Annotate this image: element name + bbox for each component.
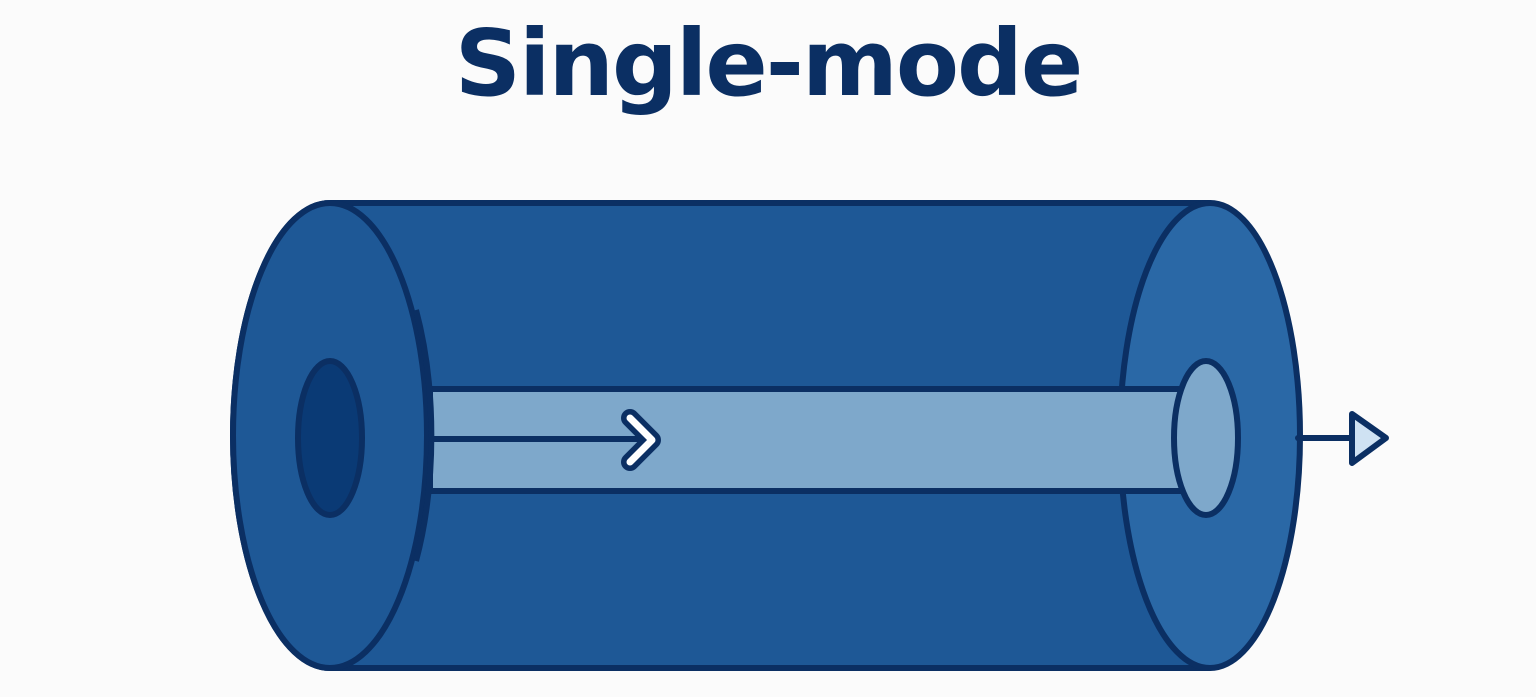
diagram-title: Single-mode [454,10,1084,117]
chevron-right-icon [621,409,661,471]
fiber-end-face-left-edge [413,309,435,562]
triangle-arrow-icon [1349,411,1389,466]
fiber-core-exit [1171,358,1241,518]
fiber-core-entry [295,358,365,518]
